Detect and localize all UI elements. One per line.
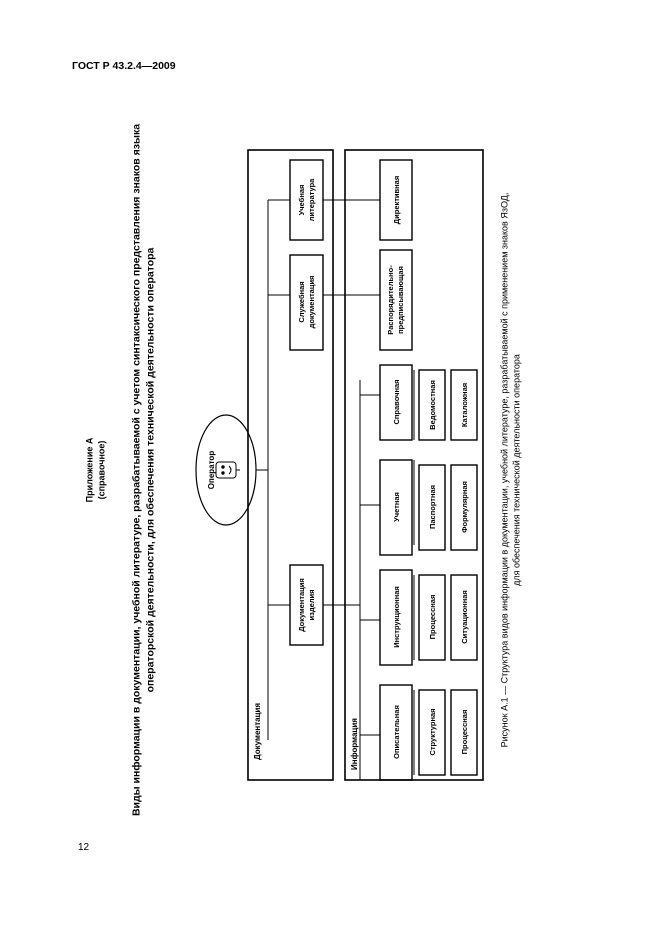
catalog-label: Каталожная [460,383,469,427]
passport-box [418,464,446,551]
directive-informative-label-1: Распорядительно- [386,265,395,335]
documentation-group-label: Документация [253,703,262,760]
descriptive-box [379,684,413,781]
educational-literature-label-2: литература [307,178,316,221]
operator-node [195,414,257,526]
instructional-box [379,569,413,666]
situational-box [450,574,478,661]
procedural-box [450,689,478,776]
operator-label: Оператор [207,451,216,490]
directive-informative-label-2: предписывающая [396,266,405,334]
directive-box [379,159,413,241]
passport-label: Паспортная [428,485,437,529]
documentation-group-frame [247,149,334,781]
situational-label: Ситуационная [460,590,469,644]
structural-label: Структурная [428,708,437,755]
directive-informative-box [379,249,413,351]
page-number: 12 [78,842,90,853]
structural-box [418,689,446,776]
form-label: Формулярная [460,481,469,533]
reference-box [379,364,413,441]
service-documentation-box [289,254,324,351]
instructional-label: Инструкционная [392,586,401,648]
product-documentation-label-2: изделия [307,589,316,620]
process-label: Процессная [428,595,437,640]
process-box [418,574,446,661]
directive-label: Директивная [392,176,401,224]
reference-label: Справочная [392,379,401,424]
product-documentation-label-1: Документация [297,578,306,632]
form-box [450,464,478,551]
accounting-label: Учетная [392,492,401,522]
catalog-box [450,369,478,441]
statement-label: Ведомостная [428,380,437,430]
descriptive-label: Описательная [392,705,401,759]
accounting-box [379,459,413,556]
standard-code: ГОСТ Р 43.2.4—2009 [72,60,176,72]
service-documentation-label-2: документация [307,276,316,329]
information-group-frame [344,149,484,781]
operator-pictogram-icon [215,461,240,479]
procedural-label: Процессная [460,710,469,755]
educational-literature-label-1: Учебная [297,185,306,216]
information-group-label: Информация [350,718,359,770]
service-documentation-label-1: Служебная [297,281,306,322]
statement-box [418,369,446,441]
